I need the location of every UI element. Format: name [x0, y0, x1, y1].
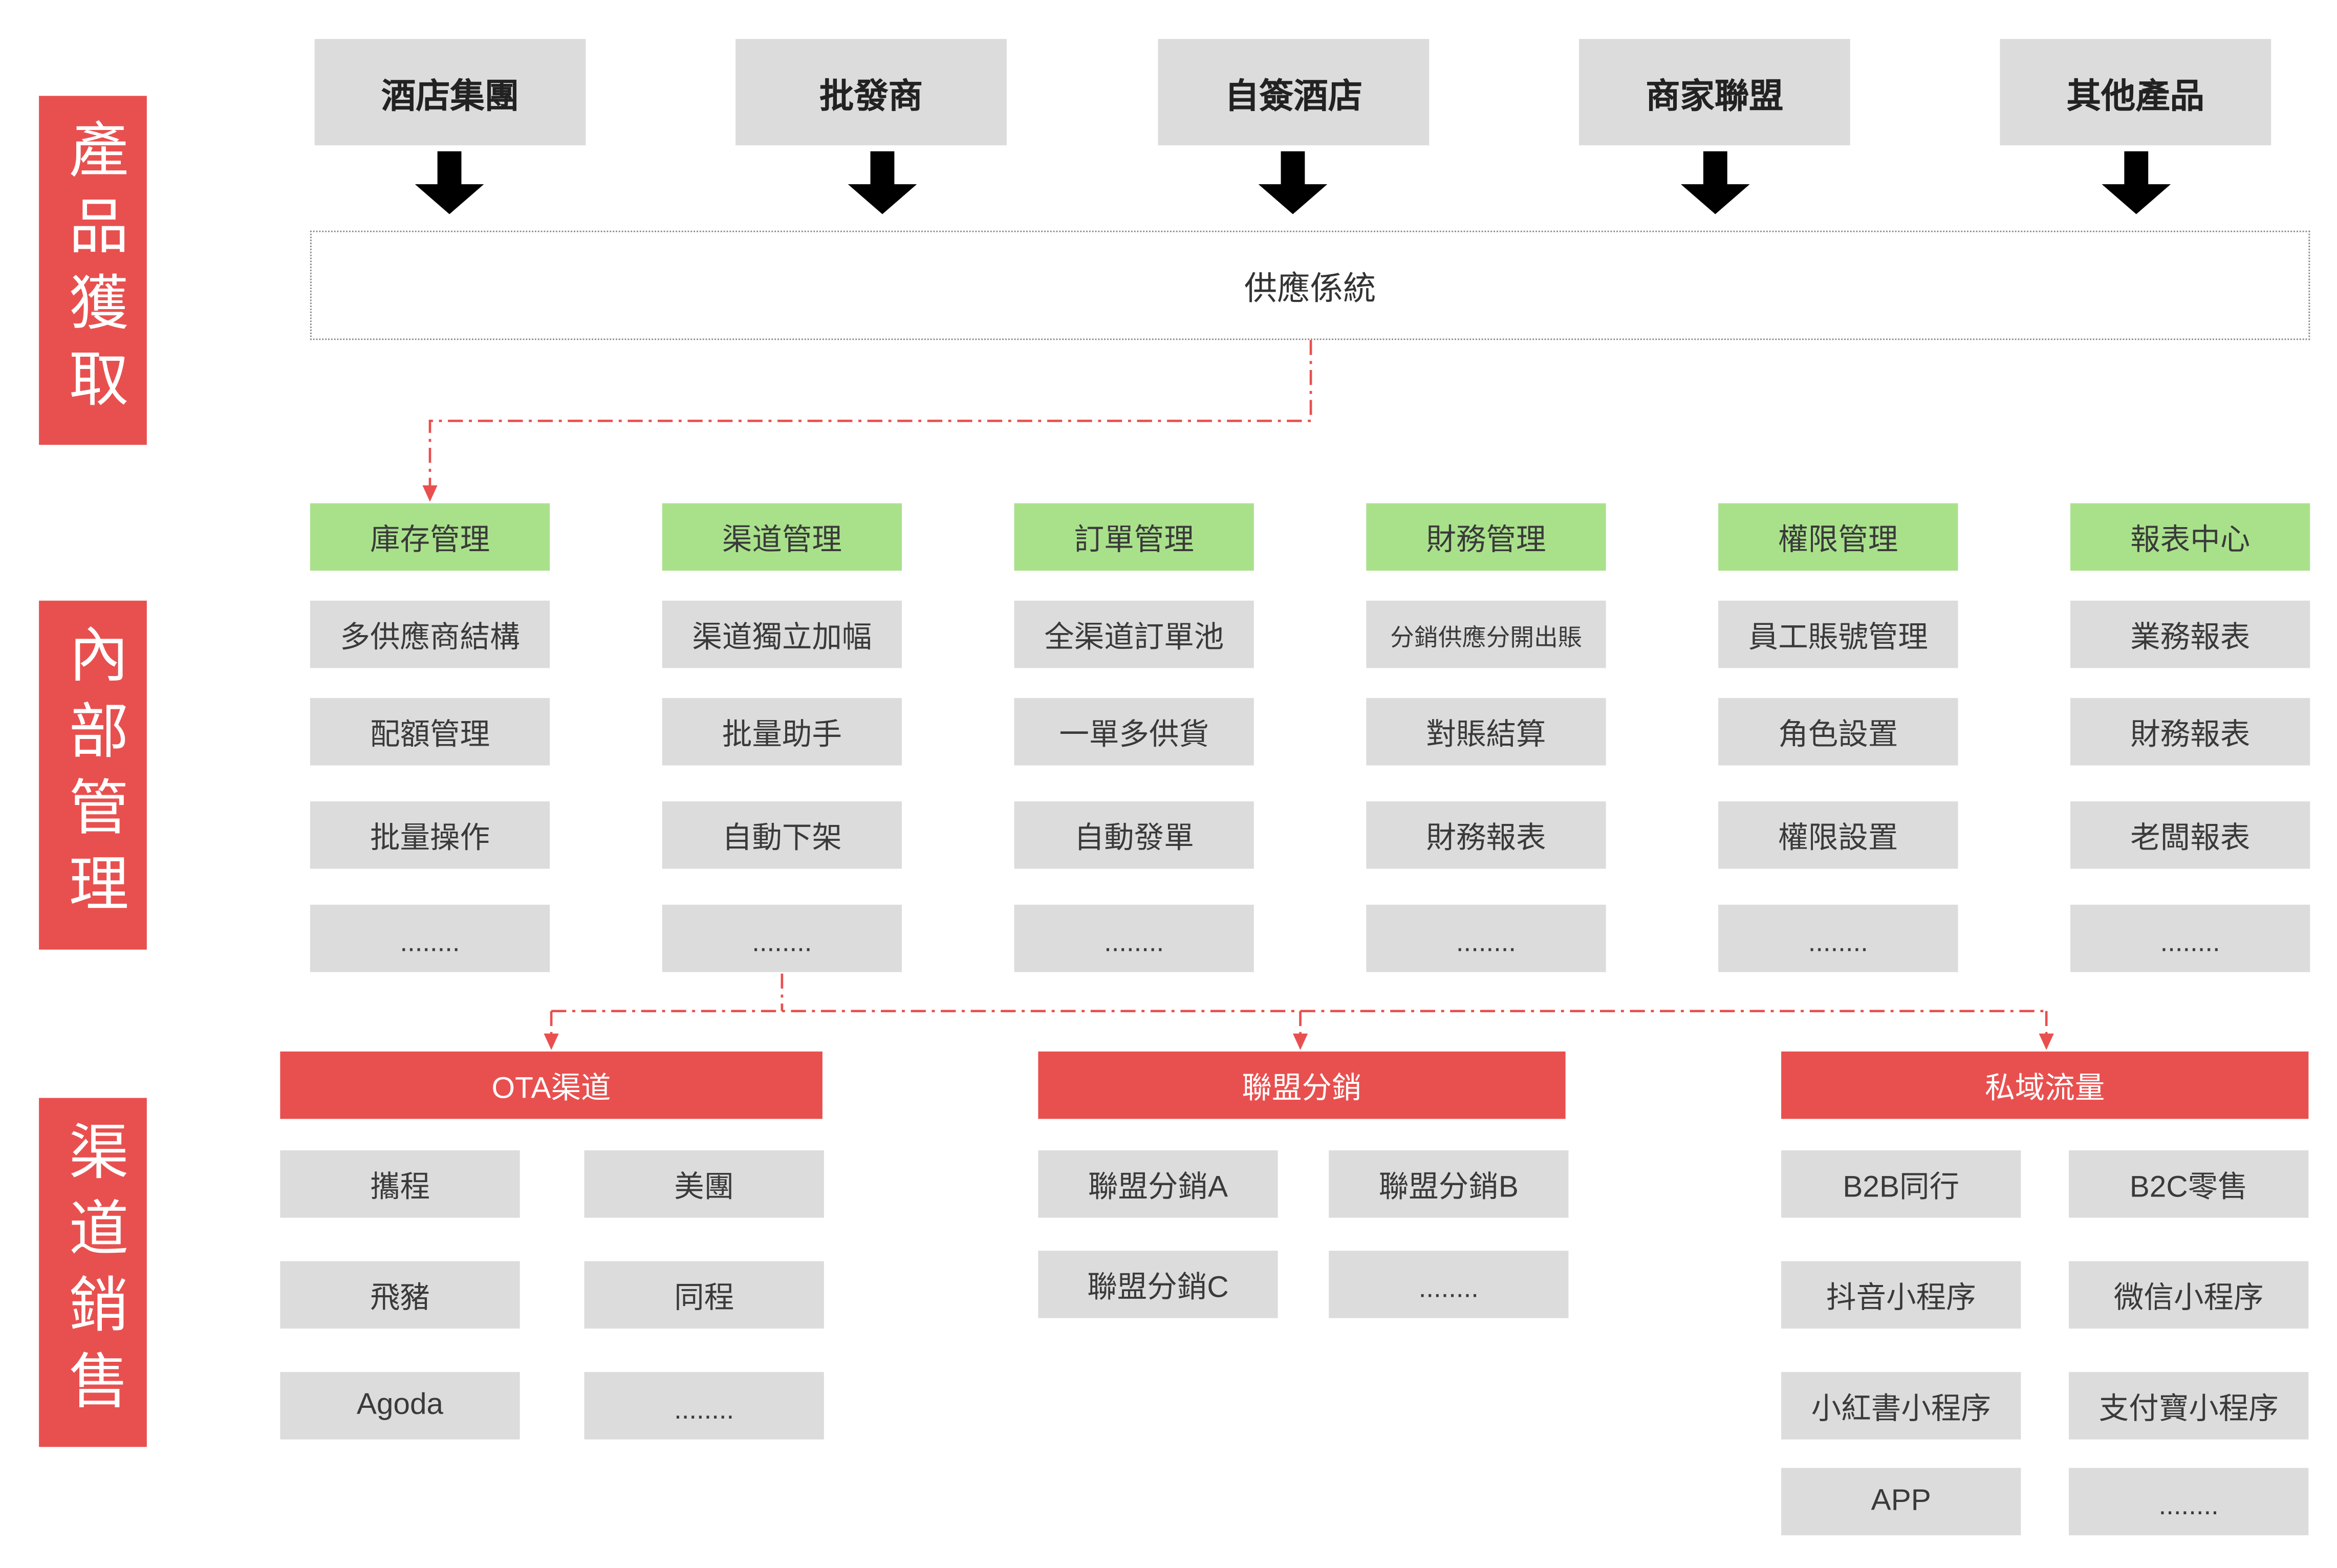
- module-item: 權限設置: [1718, 801, 1958, 869]
- module-item: 全渠道訂單池: [1014, 600, 1254, 668]
- channel-item: 微信小程序: [2069, 1261, 2309, 1329]
- channel-item: 抖音小程序: [1781, 1261, 2021, 1329]
- section-label-acquisition: 產品獲取: [39, 96, 147, 445]
- module-item: 自動發單: [1014, 801, 1254, 869]
- channel-item: 小紅書小程序: [1781, 1372, 2021, 1440]
- channel-item: Agoda: [280, 1372, 520, 1440]
- module-header: 報表中心: [2070, 503, 2310, 571]
- channel-header-private: 私域流量: [1781, 1051, 2309, 1119]
- channel-item: ........: [1329, 1250, 1569, 1318]
- supply-system-box: 供應係統: [310, 230, 2310, 340]
- channel-item: ........: [584, 1372, 824, 1440]
- module-item: ........: [1718, 904, 1958, 972]
- channel-item: 支付寶小程序: [2069, 1372, 2309, 1440]
- module-item: 批量操作: [310, 801, 550, 869]
- channel-item: 聯盟分銷B: [1329, 1150, 1569, 1218]
- channel-header-alliance: 聯盟分銷: [1038, 1051, 1566, 1119]
- module-item: 分銷供應分開出賬: [1366, 600, 1606, 668]
- module-item: 配額管理: [310, 698, 550, 766]
- module-item: 渠道獨立加幅: [662, 600, 902, 668]
- module-item: 多供應商結構: [310, 600, 550, 668]
- down-arrow-icon: [2102, 151, 2171, 214]
- module-header: 庫存管理: [310, 503, 550, 571]
- source-box: 自簽酒店: [1158, 39, 1430, 145]
- channel-item: ........: [2069, 1468, 2309, 1536]
- down-arrow-icon: [1681, 151, 1750, 214]
- module-item: ........: [310, 904, 550, 972]
- channel-item: 聯盟分銷C: [1038, 1250, 1278, 1318]
- module-item: 對賬結算: [1366, 698, 1606, 766]
- module-item: 財務報表: [2070, 698, 2310, 766]
- section-label-internal: 內部管理: [39, 600, 147, 950]
- module-item: 一單多供貨: [1014, 698, 1254, 766]
- module-item: 角色設置: [1718, 698, 1958, 766]
- channel-header-ota: OTA渠道: [280, 1051, 823, 1119]
- module-item: ........: [2070, 904, 2310, 972]
- section-label-sales: 渠道銷售: [39, 1098, 147, 1447]
- module-item: 批量助手: [662, 698, 902, 766]
- module-item: 財務報表: [1366, 801, 1606, 869]
- source-box: 酒店集團: [314, 39, 586, 145]
- module-item: 業務報表: [2070, 600, 2310, 668]
- channel-item: B2C零售: [2069, 1150, 2309, 1218]
- module-item: 員工賬號管理: [1718, 600, 1958, 668]
- module-item: 自動下架: [662, 801, 902, 869]
- source-box: 其他產品: [2000, 39, 2271, 145]
- module-item: ........: [662, 904, 902, 972]
- source-box: 批發商: [735, 39, 1007, 145]
- down-arrow-icon: [415, 151, 484, 214]
- down-arrow-icon: [848, 151, 917, 214]
- module-item: ........: [1014, 904, 1254, 972]
- red-arrowhead-icon: [544, 1033, 559, 1050]
- channel-item: 攜程: [280, 1150, 520, 1218]
- channel-item: 美團: [584, 1150, 824, 1218]
- supply-to-inventory-connector: [428, 340, 1312, 487]
- module-header: 渠道管理: [662, 503, 902, 571]
- module-header: 訂單管理: [1014, 503, 1254, 571]
- red-arrowhead-icon: [2039, 1033, 2054, 1050]
- channel-item: 同程: [584, 1261, 824, 1329]
- channel-item: 飛豬: [280, 1261, 520, 1329]
- module-header: 權限管理: [1718, 503, 1958, 571]
- module-header: 財務管理: [1366, 503, 1606, 571]
- channel-item: B2B同行: [1781, 1150, 2021, 1218]
- module-item: 老闆報表: [2070, 801, 2310, 869]
- red-arrowhead-icon: [422, 485, 438, 502]
- source-box: 商家聯盟: [1578, 39, 1850, 145]
- module-item: ........: [1366, 904, 1606, 972]
- red-arrowhead-icon: [1292, 1033, 1308, 1050]
- channel-item: APP: [1781, 1468, 2021, 1536]
- channel-item: 聯盟分銷A: [1038, 1150, 1278, 1218]
- down-arrow-icon: [1258, 151, 1328, 214]
